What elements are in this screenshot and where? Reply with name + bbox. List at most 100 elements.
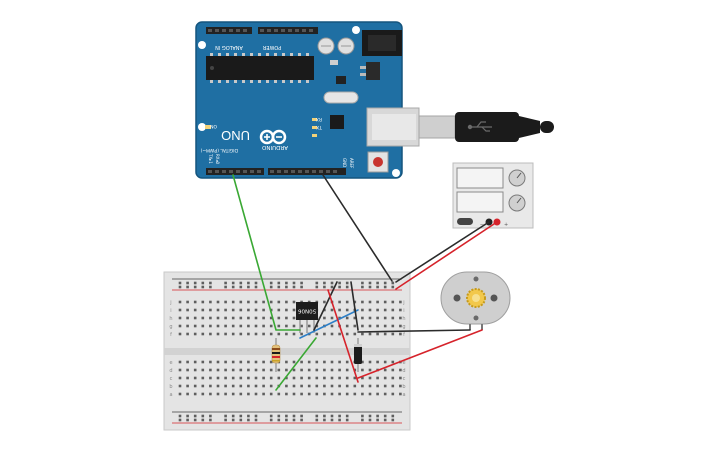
breadboard-hole[interactable] [277, 332, 281, 336]
breadboard-hole[interactable] [186, 376, 189, 380]
breadboard-hole[interactable] [323, 360, 326, 364]
breadboard-hole[interactable] [193, 324, 197, 328]
gate-resistor-wire[interactable] [275, 337, 317, 391]
breadboard-hole[interactable] [254, 308, 258, 312]
breadboard-hole[interactable] [254, 368, 258, 372]
breadboard-hole[interactable] [201, 376, 205, 380]
breadboard-hole[interactable] [338, 281, 341, 285]
breadboard-hole[interactable] [193, 332, 197, 336]
breadboard-hole[interactable] [231, 414, 235, 418]
breadboard-hole[interactable] [285, 392, 288, 396]
breadboard-hole[interactable] [330, 414, 334, 418]
breadboard-hole[interactable] [307, 376, 311, 380]
breadboard-hole[interactable] [247, 360, 250, 364]
breadboard-hole[interactable] [224, 332, 227, 336]
breadboard-hole[interactable] [209, 324, 212, 328]
breadboard-hole[interactable] [399, 324, 402, 328]
breadboard-hole[interactable] [376, 285, 379, 289]
motor-positive-wire[interactable] [357, 329, 483, 379]
breadboard-hole[interactable] [330, 285, 334, 289]
breadboard-hole[interactable] [201, 324, 205, 328]
diode-ground-wire[interactable] [350, 281, 359, 331]
breadboard-hole[interactable] [193, 392, 197, 396]
breadboard-hole[interactable] [292, 281, 296, 285]
breadboard-hole[interactable] [269, 285, 273, 289]
breadboard-hole[interactable] [254, 360, 258, 364]
breadboard-hole[interactable] [315, 332, 319, 336]
breadboard-hole[interactable] [383, 418, 387, 422]
breadboard-hole[interactable] [201, 332, 205, 336]
breadboard-hole[interactable] [338, 332, 341, 336]
breadboard-hole[interactable] [209, 384, 212, 388]
breadboard-hole[interactable] [292, 300, 296, 304]
breadboard-hole[interactable] [178, 418, 182, 422]
breadboard-hole[interactable] [277, 316, 281, 320]
breadboard-hole[interactable] [277, 285, 281, 289]
breadboard-hole[interactable] [216, 376, 220, 380]
breadboard-hole[interactable] [391, 376, 395, 380]
breadboard-hole[interactable] [345, 414, 349, 418]
breadboard-hole[interactable] [315, 414, 319, 418]
breadboard-hole[interactable] [224, 300, 227, 304]
breadboard-hole[interactable] [376, 376, 379, 380]
breadboard-hole[interactable] [269, 281, 273, 285]
breadboard-hole[interactable] [368, 360, 372, 364]
breadboard-hole[interactable] [292, 414, 296, 418]
breadboard-hole[interactable] [368, 285, 372, 289]
breadboard-hole[interactable] [209, 392, 212, 396]
breadboard-hole[interactable] [224, 368, 227, 372]
breadboard-hole[interactable] [345, 360, 349, 364]
breadboard-hole[interactable] [399, 332, 402, 336]
breadboard-hole[interactable] [353, 324, 357, 328]
breadboard-hole[interactable] [216, 324, 220, 328]
breadboard-hole[interactable] [376, 384, 379, 388]
digital-header-low[interactable] [206, 168, 264, 175]
breadboard-hole[interactable] [361, 392, 364, 396]
breadboard-hole[interactable] [383, 281, 387, 285]
breadboard-hole[interactable] [361, 384, 364, 388]
breadboard-hole[interactable] [383, 368, 387, 372]
breadboard-hole[interactable] [338, 418, 341, 422]
breadboard-hole[interactable] [300, 384, 303, 388]
breadboard-hole[interactable] [391, 324, 395, 328]
breadboard-hole[interactable] [361, 376, 364, 380]
breadboard-hole[interactable] [254, 281, 258, 285]
breadboard-hole[interactable] [383, 300, 387, 304]
breadboard-hole[interactable] [231, 285, 235, 289]
breadboard-hole[interactable] [345, 376, 349, 380]
breadboard-hole[interactable] [345, 308, 349, 312]
breadboard-hole[interactable] [376, 414, 379, 418]
breadboard-hole[interactable] [239, 392, 243, 396]
breadboard-hole[interactable] [285, 360, 288, 364]
breadboard-hole[interactable] [239, 308, 243, 312]
breadboard-hole[interactable] [330, 384, 334, 388]
breadboard-hole[interactable] [186, 285, 189, 289]
breadboard-hole[interactable] [269, 300, 273, 304]
breadboard-hole[interactable] [323, 392, 326, 396]
breadboard-hole[interactable] [239, 418, 243, 422]
breadboard-hole[interactable] [330, 332, 334, 336]
breadboard-hole[interactable] [361, 414, 364, 418]
breadboard-hole[interactable] [323, 414, 326, 418]
breadboard-hole[interactable] [368, 308, 372, 312]
breadboard-hole[interactable] [216, 368, 220, 372]
breadboard-hole[interactable] [247, 316, 250, 320]
breadboard-hole[interactable] [224, 324, 227, 328]
breadboard-hole[interactable] [307, 392, 311, 396]
breadboard-hole[interactable] [399, 376, 402, 380]
breadboard-hole[interactable] [201, 368, 205, 372]
breadboard-hole[interactable] [391, 308, 395, 312]
breadboard-hole[interactable] [224, 376, 227, 380]
breadboard-hole[interactable] [231, 392, 235, 396]
breadboard-hole[interactable] [345, 332, 349, 336]
breadboard-hole[interactable] [376, 360, 379, 364]
breadboard-hole[interactable] [391, 285, 395, 289]
breadboard-hole[interactable] [307, 360, 311, 364]
breadboard-hole[interactable] [277, 376, 281, 380]
breadboard-hole[interactable] [292, 376, 296, 380]
breadboard-hole[interactable] [193, 300, 197, 304]
breadboard-hole[interactable] [254, 324, 258, 328]
power-switch[interactable] [457, 218, 473, 225]
breadboard-hole[interactable] [247, 332, 250, 336]
